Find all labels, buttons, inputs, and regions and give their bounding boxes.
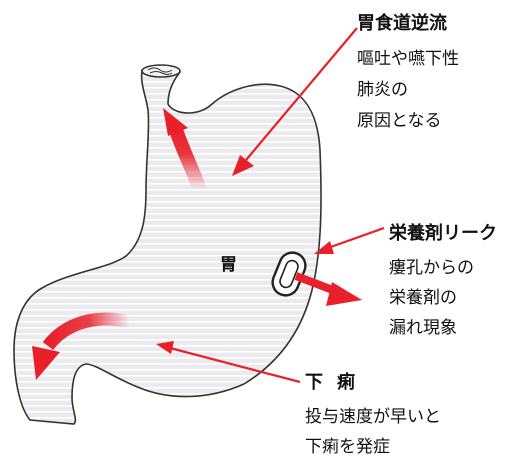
stomach-label: 胃 <box>220 250 237 275</box>
diarrhea-desc-line: 下痢を発症 <box>305 432 441 462</box>
leak-pointer <box>314 228 384 254</box>
diarrhea-desc-line: 投与速度が早いと <box>305 402 441 432</box>
leak-label: 栄養剤リーク 瘻孔からの 栄養剤の 漏れ現象 <box>389 219 497 343</box>
leak-title: 栄養剤リーク <box>389 219 497 249</box>
diarrhea-title: 下痢 <box>305 368 441 398</box>
reflux-label: 胃食道逆流 嘔吐や嚥下性 肺炎の 原因となる <box>357 8 459 137</box>
reflux-desc-line: 嘔吐や嚥下性 <box>357 44 459 75</box>
reflux-desc-line: 原因となる <box>357 106 459 137</box>
leak-desc-line: 栄養剤の <box>389 283 497 313</box>
reflux-desc-line: 肺炎の <box>357 75 459 106</box>
leak-desc-line: 瘻孔からの <box>389 253 497 283</box>
reflux-title: 胃食道逆流 <box>357 8 459 39</box>
diarrhea-label: 下痢 投与速度が早いと 下痢を発症 <box>305 368 441 462</box>
leak-desc-line: 漏れ現象 <box>389 313 497 343</box>
